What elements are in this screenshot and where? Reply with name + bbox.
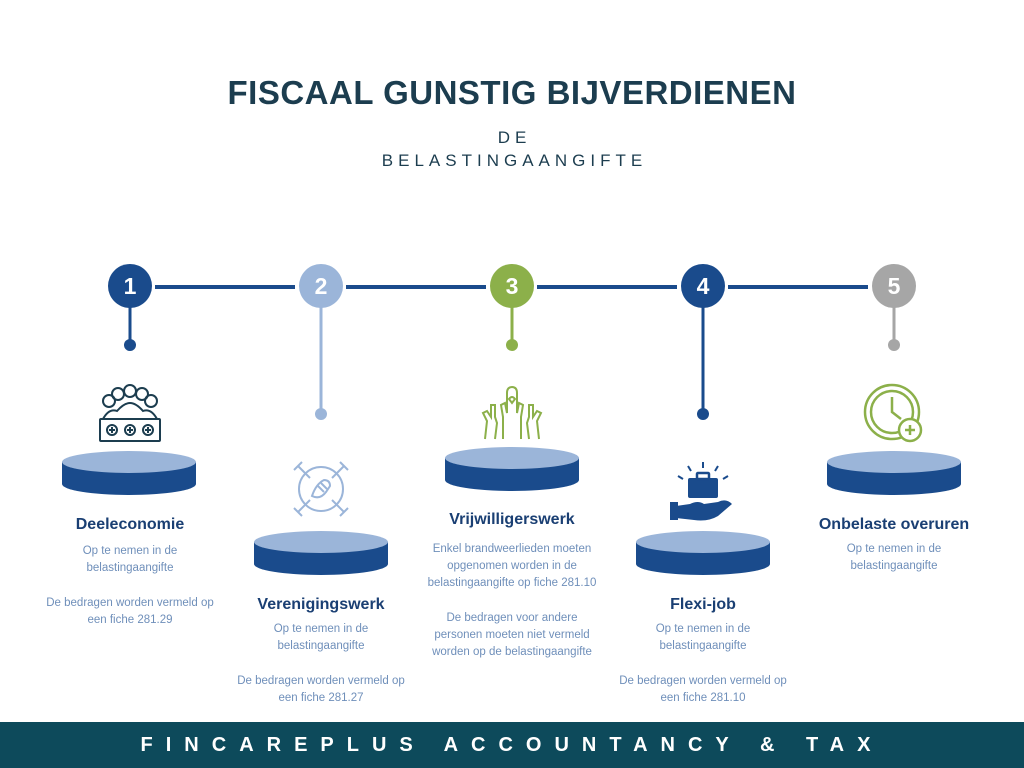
stem-dot-3 xyxy=(506,339,518,351)
page-subtitle: DE BELASTINGAANGIFTE xyxy=(0,126,1024,172)
step-1-paragraph-2: De bedragen worden vermeld op een fiche … xyxy=(46,597,214,626)
step-description-4: Op te nemen in de belastingaangifte De b… xyxy=(608,621,798,725)
stem-dot-5 xyxy=(888,339,900,351)
step-5-paragraph-1: Op te nemen in de belastingaangifte xyxy=(846,543,942,572)
briefcase-hand-icon xyxy=(670,462,732,521)
step-title-4: Flexi-job xyxy=(670,596,736,613)
step-title-1: Deeleconomie xyxy=(75,516,185,533)
step-number-4: 4 xyxy=(681,264,725,308)
raised-hands-icon xyxy=(481,385,543,440)
pedestal-5 xyxy=(827,451,961,495)
step-1-paragraph-1: Op te nemen in de belastingaangifte xyxy=(82,545,178,574)
subtitle-line-2: BELASTINGAANGIFTE xyxy=(381,151,648,170)
stem-dot-2 xyxy=(315,408,327,420)
pedestal-4 xyxy=(636,531,770,575)
step-4-paragraph-1: Op te nemen in de belastingaangifte xyxy=(655,623,751,652)
step-title-2: Verenigingswerk xyxy=(257,596,385,613)
pedestal-1 xyxy=(62,451,196,495)
step-description-1: Op te nemen in de belastingaangifte De b… xyxy=(35,543,225,647)
step-3-paragraph-1: Enkel brandweerlieden moeten opgenomen w… xyxy=(427,543,597,589)
step-title-5: Onbelaste overuren xyxy=(818,516,970,533)
step-2-paragraph-2: De bedragen worden vermeld op een fiche … xyxy=(237,675,405,704)
step-number-2: 2 xyxy=(299,264,343,308)
step-description-2: Op te nemen in de belastingaangifte De b… xyxy=(226,621,416,725)
pedestal-2 xyxy=(254,531,388,575)
footer-banner: FINCAREPLUS ACCOUNTANCY & TAX xyxy=(0,722,1024,768)
clock-plus-icon xyxy=(863,383,923,443)
people-group-icon xyxy=(99,384,161,442)
page-title: FISCAAL GUNSTIG BIJVERDIENEN xyxy=(227,74,797,111)
step-3-paragraph-2: De bedragen voor andere personen moeten … xyxy=(432,612,592,658)
pedestal-3 xyxy=(445,447,579,491)
step-title-3: Vrijwilligerswerk xyxy=(449,511,575,528)
step-description-3: Enkel brandweerlieden moeten opgenomen w… xyxy=(417,541,607,679)
step-description-5: Op te nemen in de belastingaangifte xyxy=(799,541,989,593)
step-number-1: 1 xyxy=(108,264,152,308)
step-number-5: 5 xyxy=(872,264,916,308)
subtitle-line-1: DE xyxy=(497,128,532,147)
step-4-paragraph-2: De bedragen worden vermeld op een fiche … xyxy=(619,675,787,704)
hands-together-icon xyxy=(293,461,349,517)
step-number-3: 3 xyxy=(490,264,534,308)
step-2-paragraph-1: Op te nemen in de belastingaangifte xyxy=(273,623,369,652)
stem-dot-4 xyxy=(697,408,709,420)
stem-dot-1 xyxy=(124,339,136,351)
